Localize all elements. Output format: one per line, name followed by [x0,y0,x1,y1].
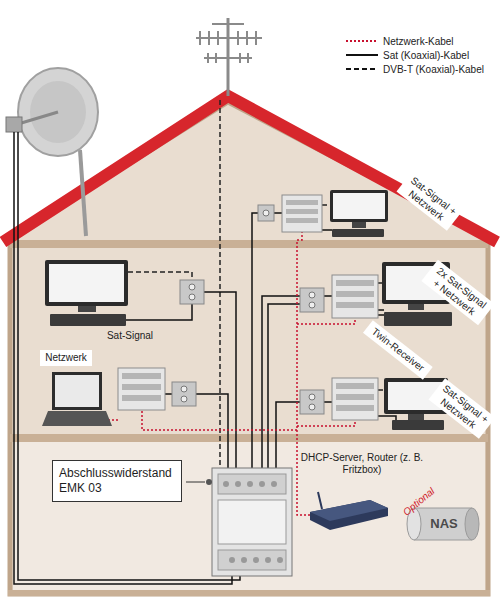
sat-receiver [50,229,452,430]
device-tag: Twin-Receiver [363,320,432,379]
foundation [8,590,490,596]
terminator [206,479,212,485]
outlet-signal-tag: Sat-Signal + Netzwerk [428,378,495,439]
network-cable-sample [345,36,379,46]
outlet-socket [181,210,315,410]
attic-floor [10,240,488,248]
dvbt-cable-sample [345,64,379,74]
nas-label: NAS [418,516,470,531]
outlet-signal-tag: 2x Sat-Signal + Netzwerk [421,259,494,325]
dvbt-antenna [196,18,262,96]
legend-text: Sat (Koaxial)-Kabel [383,50,469,61]
router-note: DHCP-Server, Router (z. B. Fritzbox) [300,452,424,475]
legend-row: DVB-T (Koaxial)-Kabel [345,62,484,76]
dvbt-cable [128,100,384,468]
legend-row: Netzwerk-Kabel [345,34,484,48]
legend: Netzwerk-KabelSat (Koaxial)-KabelDVB-T (… [345,34,484,76]
basement-room [13,440,485,591]
lnb [6,117,22,132]
multiswitch [212,468,292,576]
antenna-outlet [172,205,324,414]
multimedia-box [118,195,378,420]
leader-line [186,482,205,483]
outlet-signal-tag: Sat-Signal + Netzwerk [396,170,463,231]
router [310,492,388,530]
legend-row: Sat (Koaxial)-Kabel [345,48,484,62]
ground-floor [10,434,488,442]
lnb-arm [18,112,58,124]
signal-note: Sat-Signal [100,330,160,342]
sat-dish [18,68,98,156]
terminator-callout: Abschlusswiderstand EMK 03 [52,460,182,502]
legend-text: DVB-T (Koaxial)-Kabel [383,64,484,75]
legend-text: Netzwerk-Kabel [383,36,454,47]
sat-cable-sample [345,50,379,60]
sat-cable [14,132,396,584]
laptop [42,372,112,426]
network-tag: Netzwerk [40,350,92,366]
dish-pole [80,150,86,236]
house-wall [10,102,488,594]
nas-drive: OptionalNAS [398,486,482,546]
tv-set [45,190,450,420]
callout-text: Abschlusswiderstand EMK 03 [59,466,172,495]
